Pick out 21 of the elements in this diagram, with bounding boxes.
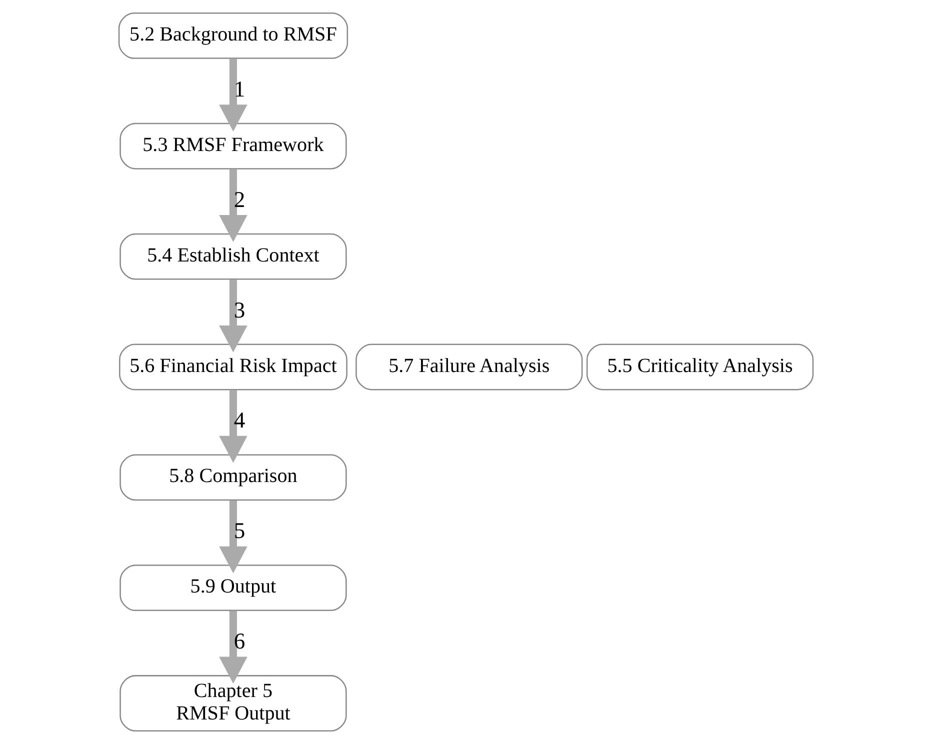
arrow bbox=[218, 58, 247, 132]
arrow bbox=[218, 169, 247, 242]
arrow bbox=[218, 500, 247, 574]
edge-label: 5 bbox=[233, 518, 245, 544]
arrow bbox=[218, 280, 247, 352]
node-box: 5.9 Output bbox=[119, 564, 346, 612]
node-box: 5.3 RMSF Framework bbox=[119, 122, 346, 170]
edge-label: 1 bbox=[233, 76, 245, 102]
node-box: 5.7 Failure Analysis bbox=[355, 344, 582, 390]
edge-label: 3 bbox=[233, 297, 245, 322]
node-box: 5.2 Background to RMSF bbox=[118, 12, 348, 59]
edge-label: 6 bbox=[233, 628, 245, 654]
node-box: Chapter 5 RMSF Output bbox=[119, 675, 346, 732]
node-box: 5.6 Financial Risk Impact bbox=[118, 344, 347, 390]
node-box: 5.5 Criticality Analysis bbox=[586, 344, 814, 390]
arrow bbox=[218, 390, 247, 463]
edge-label: 4 bbox=[233, 408, 245, 433]
node-box: 5.4 Establish Context bbox=[119, 233, 346, 280]
node-box: 5.8 Comparison bbox=[119, 454, 346, 501]
arrow bbox=[218, 610, 247, 684]
edge-label: 2 bbox=[233, 186, 245, 212]
